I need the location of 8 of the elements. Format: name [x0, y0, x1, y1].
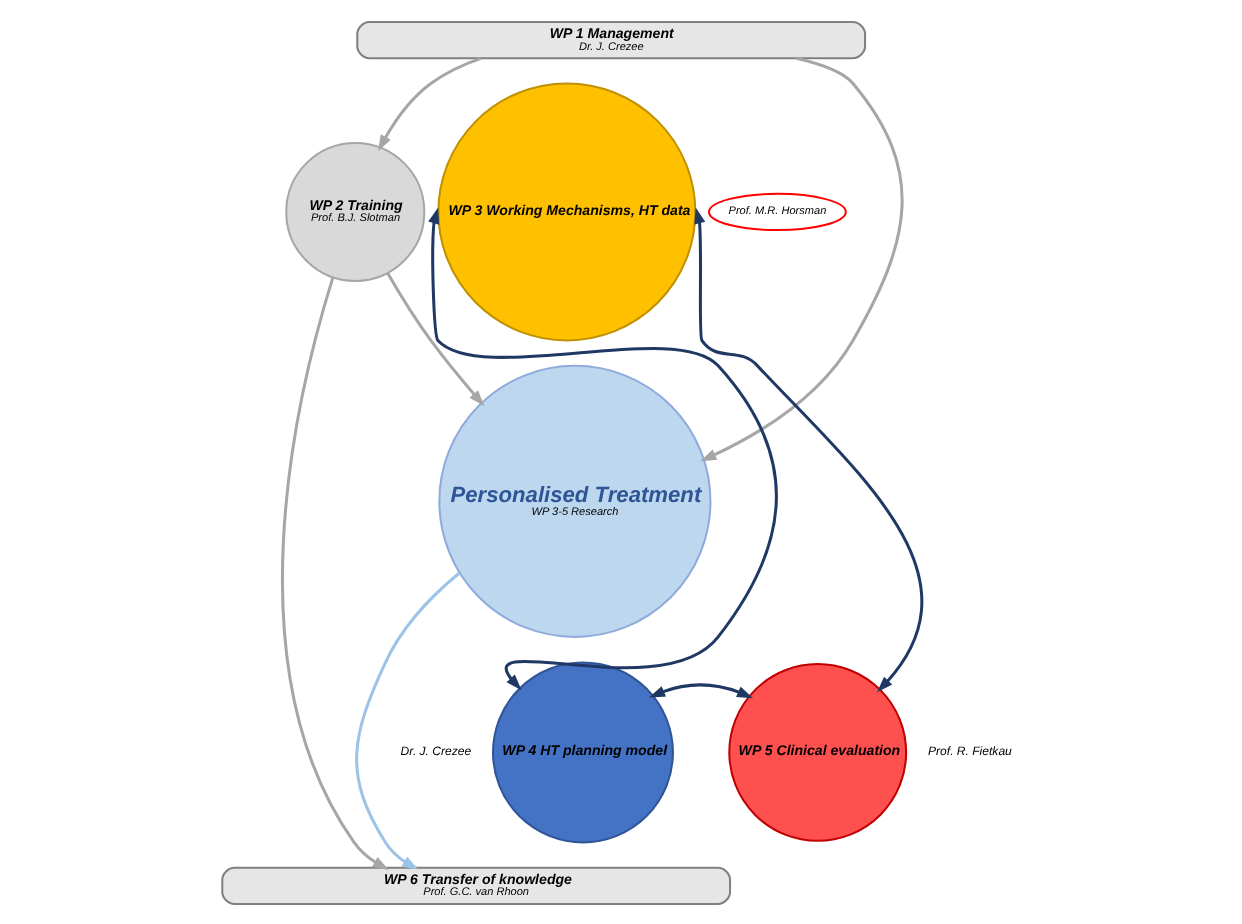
arrow: [281, 275, 389, 869]
arrow: [378, 55, 482, 151]
arrow: [428, 206, 778, 690]
arrow: [700, 55, 904, 461]
arrow: [648, 682, 754, 698]
arrow: [694, 206, 924, 692]
arrow: [386, 271, 485, 406]
arrow: [355, 570, 461, 869]
